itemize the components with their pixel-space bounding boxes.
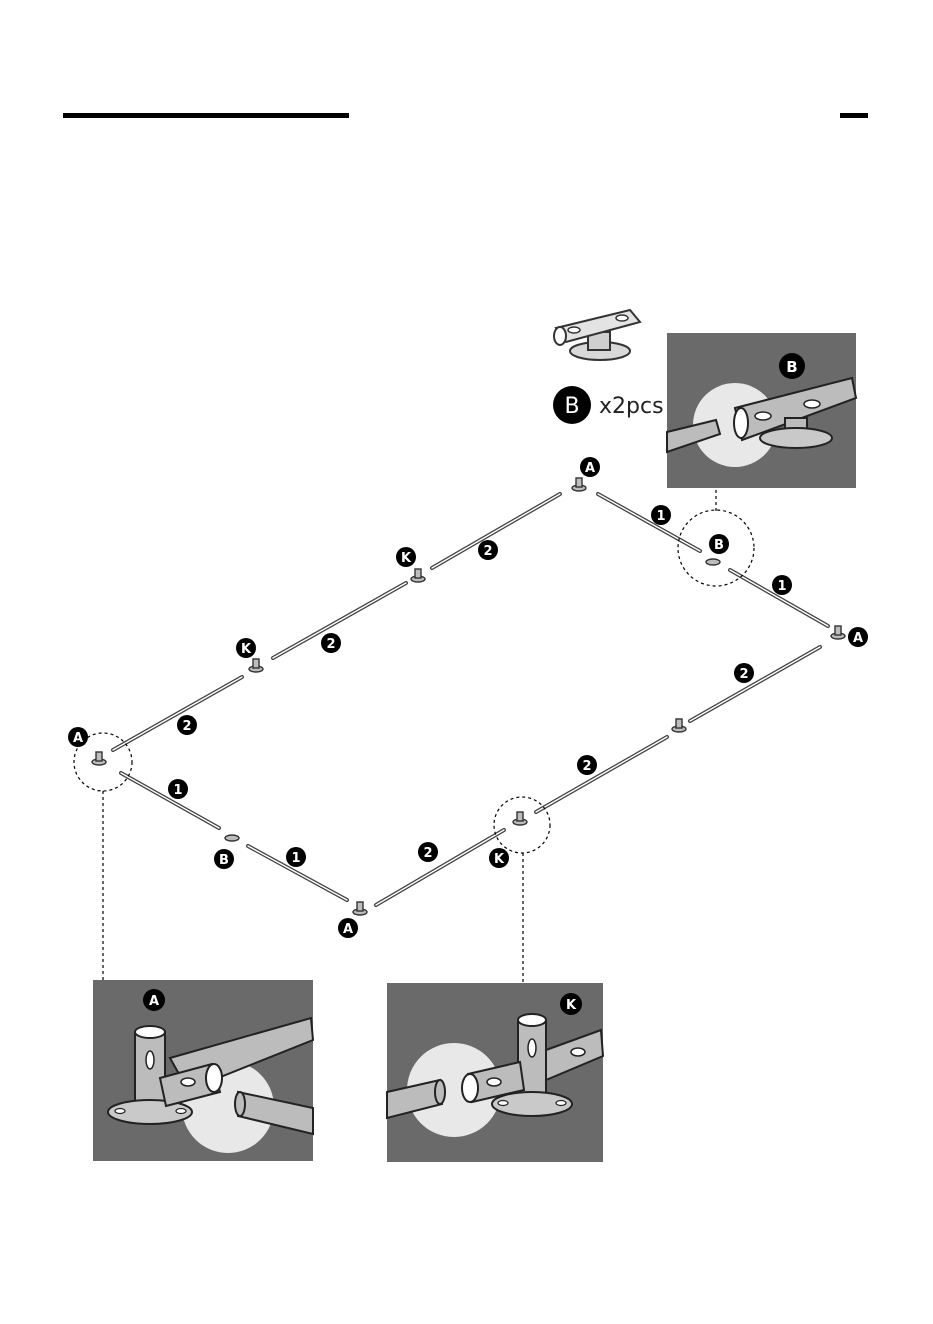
badge-k-back-1: K xyxy=(396,547,416,567)
badge-tube1-right-1: 1 xyxy=(651,505,671,525)
svg-text:A: A xyxy=(853,631,863,646)
detail-k-badge-label: K xyxy=(566,998,577,1013)
part-b-quantity: x2pcs xyxy=(599,394,664,419)
badge-b-right: B xyxy=(709,534,729,554)
svg-text:K: K xyxy=(401,551,412,566)
badge-tube1-left-2: 1 xyxy=(286,847,306,867)
fitting-k-back-1 xyxy=(411,569,425,582)
svg-text:K: K xyxy=(241,642,252,657)
badge-tube2-back-3: 2 xyxy=(177,715,197,735)
svg-text:2: 2 xyxy=(582,759,591,774)
badge-tube2-back-2: 2 xyxy=(321,633,341,653)
fitting-corner-bottom xyxy=(353,902,367,915)
badge-tube1-right-2: 1 xyxy=(772,575,792,595)
svg-text:2: 2 xyxy=(182,719,191,734)
detail-a-badge-label: A xyxy=(149,994,159,1009)
detail-panel-k: K xyxy=(387,983,603,1162)
fitting-k-front-2 xyxy=(513,812,527,825)
fitting-k-back-2 xyxy=(249,659,263,672)
fitting-k-front-1 xyxy=(672,719,686,732)
part-b-letter: B xyxy=(564,394,579,419)
fitting-corner-top xyxy=(572,478,586,491)
badge-a-left: A xyxy=(68,727,88,747)
badge-tube2-front-1: 2 xyxy=(734,663,754,683)
badge-b-left: B xyxy=(214,849,234,869)
frame-tubes xyxy=(113,494,828,905)
svg-text:1: 1 xyxy=(173,783,182,798)
badge-a-bottom: A xyxy=(338,918,358,938)
badge-a-top: A xyxy=(580,457,600,477)
badge-tube1-left-1: 1 xyxy=(168,779,188,799)
badge-a-right: A xyxy=(848,627,868,647)
svg-text:B: B xyxy=(714,538,724,553)
fitting-corner-left xyxy=(92,752,106,765)
svg-text:2: 2 xyxy=(483,544,492,559)
detail-b-badge-label: B xyxy=(786,358,797,376)
svg-text:K: K xyxy=(494,852,505,867)
svg-text:2: 2 xyxy=(326,637,335,652)
fitting-b-right xyxy=(706,559,720,565)
detail-panel-a: A xyxy=(93,980,313,1161)
fitting-b-left xyxy=(225,835,239,841)
svg-text:A: A xyxy=(343,922,353,937)
svg-text:2: 2 xyxy=(423,846,432,861)
fitting-corner-right xyxy=(831,626,845,639)
svg-text:A: A xyxy=(585,461,595,476)
svg-text:1: 1 xyxy=(656,509,665,524)
badge-tube2-back-1: 2 xyxy=(478,540,498,560)
svg-text:1: 1 xyxy=(777,579,786,594)
svg-text:A: A xyxy=(73,731,83,746)
badge-k-back-2: K xyxy=(236,638,256,658)
bracket-part-illustration xyxy=(554,310,640,360)
svg-text:B: B xyxy=(219,853,229,868)
badge-tube2-front-3: 2 xyxy=(418,842,438,862)
part-b-badge: B xyxy=(553,386,591,424)
svg-text:1: 1 xyxy=(291,851,300,866)
badge-k-front: K xyxy=(489,848,509,868)
badge-tube2-front-2: 2 xyxy=(577,755,597,775)
detail-panel-b: B xyxy=(667,333,856,488)
svg-text:2: 2 xyxy=(739,667,748,682)
